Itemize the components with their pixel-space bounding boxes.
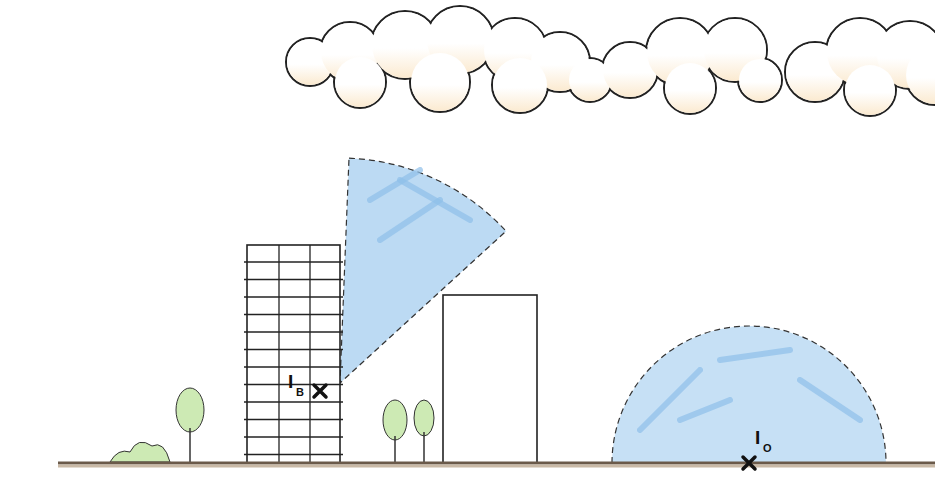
cloud-fill (411, 53, 469, 111)
illuminance-subscript: B (296, 387, 304, 398)
sky-dome (612, 326, 886, 463)
sky-streak (380, 200, 440, 240)
clouds (286, 6, 935, 116)
building-floor (244, 401, 343, 402)
tree-crown (176, 388, 204, 432)
tree-trunk (189, 428, 191, 463)
opposite-building (443, 295, 537, 463)
tree-trunk (423, 432, 425, 463)
building-floor (244, 349, 343, 350)
measure-points (314, 385, 755, 469)
sky-streak (680, 400, 730, 420)
bush (110, 442, 170, 462)
building-column (309, 245, 310, 463)
illuminance-subscript: O (763, 443, 772, 454)
cloud-fill (906, 46, 935, 104)
ground-line (58, 462, 935, 465)
tree-crown (383, 400, 407, 440)
trees (110, 388, 434, 463)
building-floor (244, 314, 343, 315)
cloud-fill (665, 63, 715, 113)
building-floor (244, 279, 343, 280)
cloud-fill (739, 59, 781, 101)
buildings (244, 245, 537, 463)
ground-shade (58, 465, 935, 468)
measure-point (743, 457, 755, 469)
building-floor (244, 419, 343, 420)
sky-streak (400, 180, 470, 220)
cloud-fill (845, 65, 895, 115)
sky-areas (340, 158, 886, 463)
sky-streak (800, 380, 860, 420)
tree-trunk (394, 436, 396, 463)
tall-building (247, 245, 340, 463)
building-column (278, 245, 279, 463)
building-floor (244, 366, 343, 367)
building-floor (244, 331, 343, 332)
building-floor (244, 261, 343, 262)
sky-streak (640, 370, 700, 430)
sky-streak (720, 350, 790, 360)
building-floor (244, 296, 343, 297)
illuminance-symbol: I (288, 372, 293, 391)
building-floor (244, 454, 343, 455)
building-floor (244, 384, 343, 385)
cloud-fill (335, 57, 385, 107)
cloud-fill (493, 58, 547, 112)
building-floor (244, 436, 343, 437)
illuminance-symbol: I (755, 428, 760, 447)
tree-crown (414, 400, 434, 436)
measure-point (314, 385, 326, 397)
